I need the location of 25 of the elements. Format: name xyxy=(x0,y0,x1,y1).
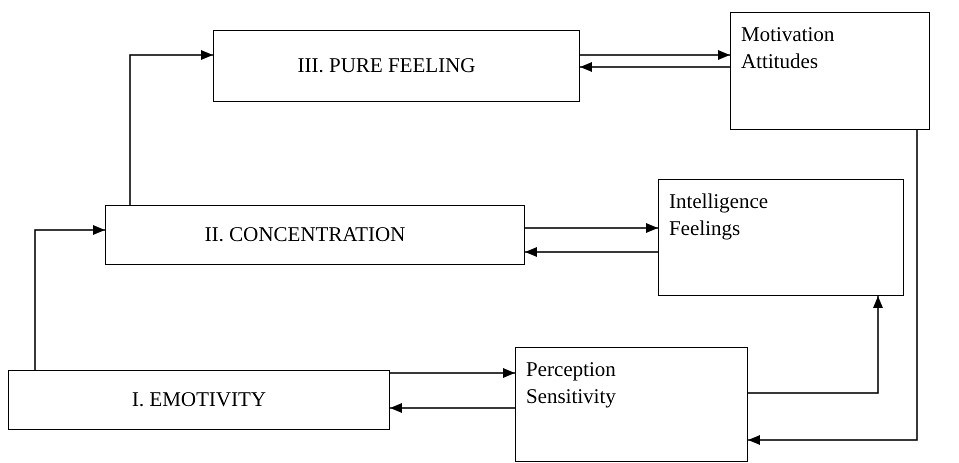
arrow xyxy=(580,62,730,72)
text-box xyxy=(8,370,390,430)
arrow xyxy=(390,403,515,413)
text-box xyxy=(730,12,930,130)
box-label: Feelings xyxy=(669,215,742,242)
arrow xyxy=(129,50,213,205)
arrow xyxy=(390,368,515,378)
arrow xyxy=(580,50,730,60)
box-label: II. CONCENTRATION xyxy=(204,221,406,248)
text-box xyxy=(515,347,748,462)
text-box xyxy=(105,205,525,265)
text-box xyxy=(213,30,580,102)
box-label: Sensitivity xyxy=(526,383,617,410)
box-label: Motivation xyxy=(741,21,836,48)
arrow xyxy=(34,225,105,370)
box-label: I. EMOTIVITY xyxy=(132,386,266,414)
box-label: III. PURE FEELING xyxy=(298,52,476,80)
text-box xyxy=(658,179,904,296)
box-label: Perception xyxy=(526,356,617,383)
box-label: Attitudes xyxy=(741,48,819,76)
box-label: Intelligence xyxy=(669,188,770,215)
arrow xyxy=(525,247,658,257)
arrow xyxy=(748,130,918,445)
arrow xyxy=(748,296,883,394)
arrow xyxy=(525,223,658,233)
